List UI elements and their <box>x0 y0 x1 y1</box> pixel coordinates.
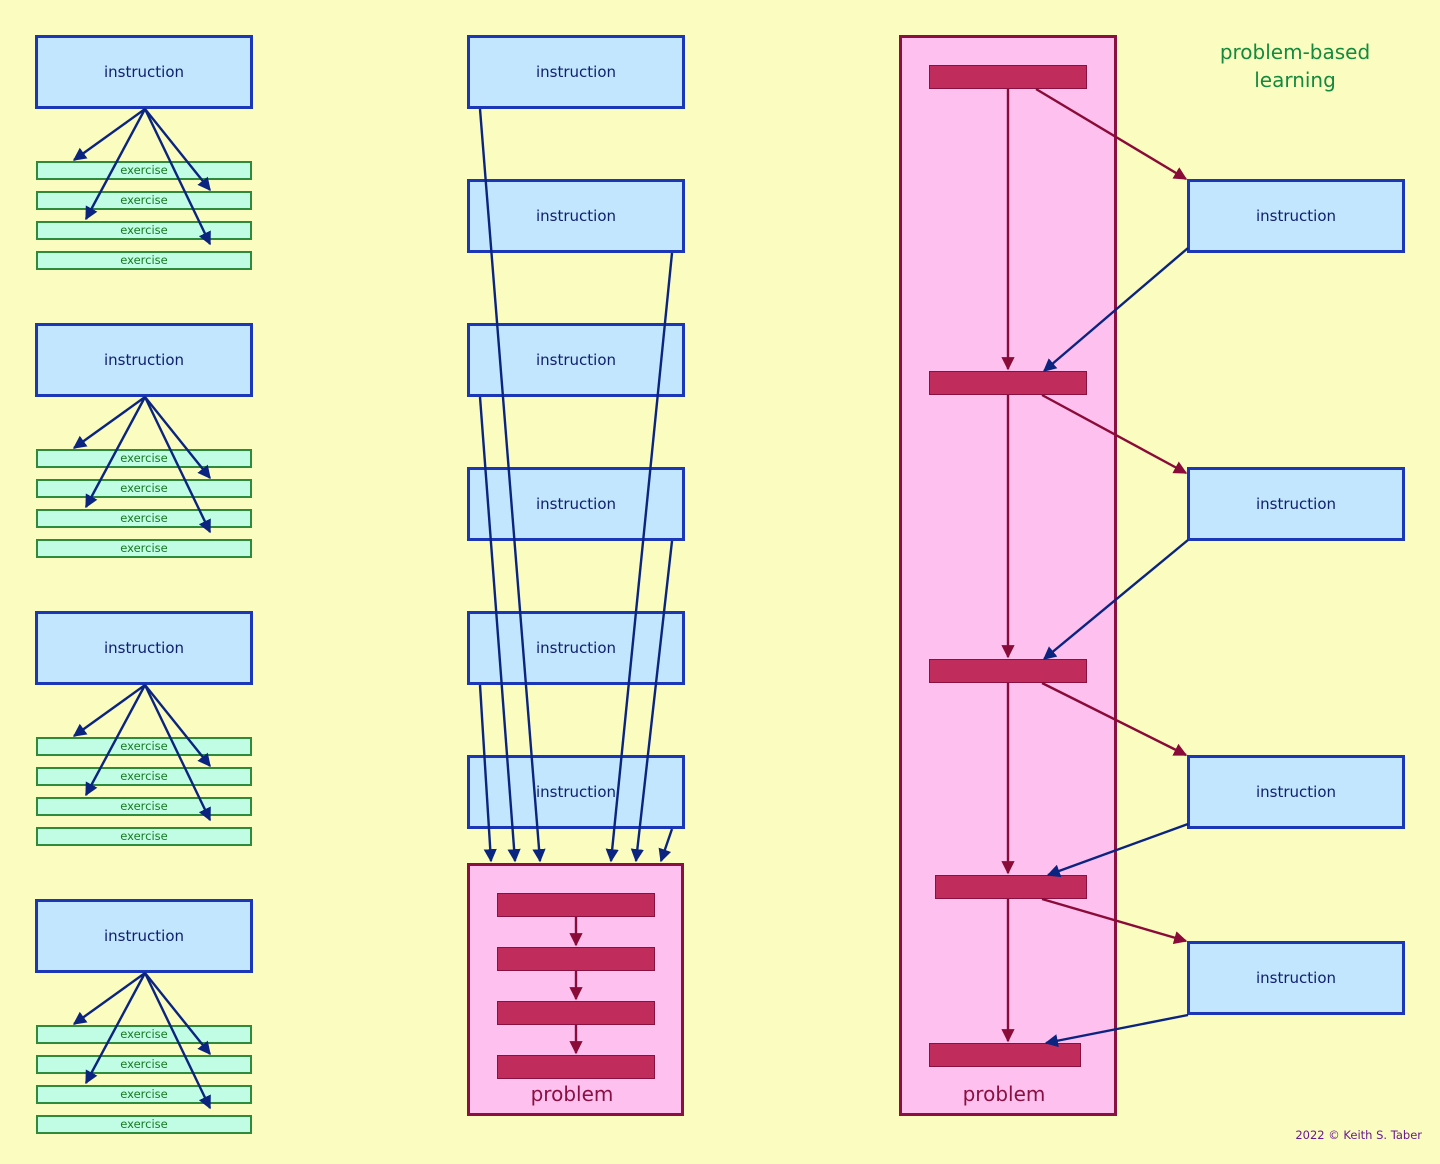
instruction-box: instruction <box>1187 755 1405 829</box>
instruction-box: instruction <box>35 323 253 397</box>
exercise-box: exercise <box>36 827 252 846</box>
exercise-arrow <box>143 972 212 1110</box>
exercise-box: exercise <box>36 191 252 210</box>
instruction-to-problem-arrow <box>478 396 521 863</box>
instruction-box: instruction <box>467 611 685 685</box>
exercise-arrow <box>84 108 147 221</box>
instruction-return-arrow <box>1044 1013 1189 1048</box>
instruction-box: instruction <box>467 323 685 397</box>
exercise-box: exercise <box>36 767 252 786</box>
exercise-box: exercise <box>36 509 252 528</box>
exercise-arrow <box>72 108 146 161</box>
problem-step <box>497 947 655 971</box>
instruction-to-problem-arrow <box>658 828 674 863</box>
pbl-title: problem-based learning <box>1219 40 1371 92</box>
exercise-box: exercise <box>36 539 252 558</box>
exercise-arrow <box>144 108 211 192</box>
exercise-arrow <box>144 684 211 768</box>
exercise-box: exercise <box>36 221 252 240</box>
exercise-arrow <box>72 396 146 449</box>
instruction-to-problem-arrow <box>478 684 497 863</box>
exercise-arrow <box>72 684 146 737</box>
instruction-box: instruction <box>467 35 685 109</box>
instruction-box: instruction <box>1187 467 1405 541</box>
problem-step <box>935 875 1087 899</box>
instruction-return-arrow <box>1046 822 1189 878</box>
need-instruction-arrow <box>1041 681 1188 757</box>
instruction-box: instruction <box>35 899 253 973</box>
exercise-arrow <box>143 684 212 822</box>
instruction-box: instruction <box>1187 941 1405 1015</box>
exercise-arrow <box>84 684 147 797</box>
exercise-arrow <box>144 396 211 480</box>
exercise-arrow <box>72 972 146 1025</box>
instruction-to-problem-arrow <box>605 252 674 863</box>
exercise-arrow <box>84 396 147 509</box>
exercise-box: exercise <box>36 1115 252 1134</box>
problem-step <box>497 1055 655 1079</box>
exercise-box: exercise <box>36 1055 252 1074</box>
exercise-arrow <box>84 972 147 1085</box>
instruction-return-arrow <box>1042 539 1189 660</box>
instruction-to-problem-arrow <box>478 108 546 863</box>
need-instruction-arrow <box>1041 897 1188 945</box>
problem-step <box>929 659 1087 683</box>
need-instruction-arrow <box>1035 87 1188 181</box>
instruction-box: instruction <box>35 611 253 685</box>
problem-label: problem <box>962 1082 1046 1106</box>
exercise-box: exercise <box>36 1085 252 1104</box>
exercise-box: exercise <box>36 479 252 498</box>
instruction-box: instruction <box>1187 179 1405 253</box>
instruction-to-problem-arrow <box>630 540 674 863</box>
instruction-box: instruction <box>467 179 685 253</box>
exercise-arrow <box>144 972 211 1056</box>
credit: 2022 © Keith S. Taber <box>1295 1128 1422 1142</box>
need-instruction-arrow <box>1041 393 1188 475</box>
exercise-arrow <box>143 396 212 534</box>
instruction-box: instruction <box>467 755 685 829</box>
exercise-arrow <box>143 108 212 246</box>
exercise-box: exercise <box>36 251 252 270</box>
instruction-return-arrow <box>1042 247 1189 372</box>
exercise-box: exercise <box>36 797 252 816</box>
problem-label: problem <box>530 1082 614 1106</box>
problem-step <box>497 1001 655 1025</box>
problem-step <box>929 371 1087 395</box>
problem-step <box>929 65 1087 89</box>
instruction-box: instruction <box>35 35 253 109</box>
problem-step <box>497 893 655 917</box>
